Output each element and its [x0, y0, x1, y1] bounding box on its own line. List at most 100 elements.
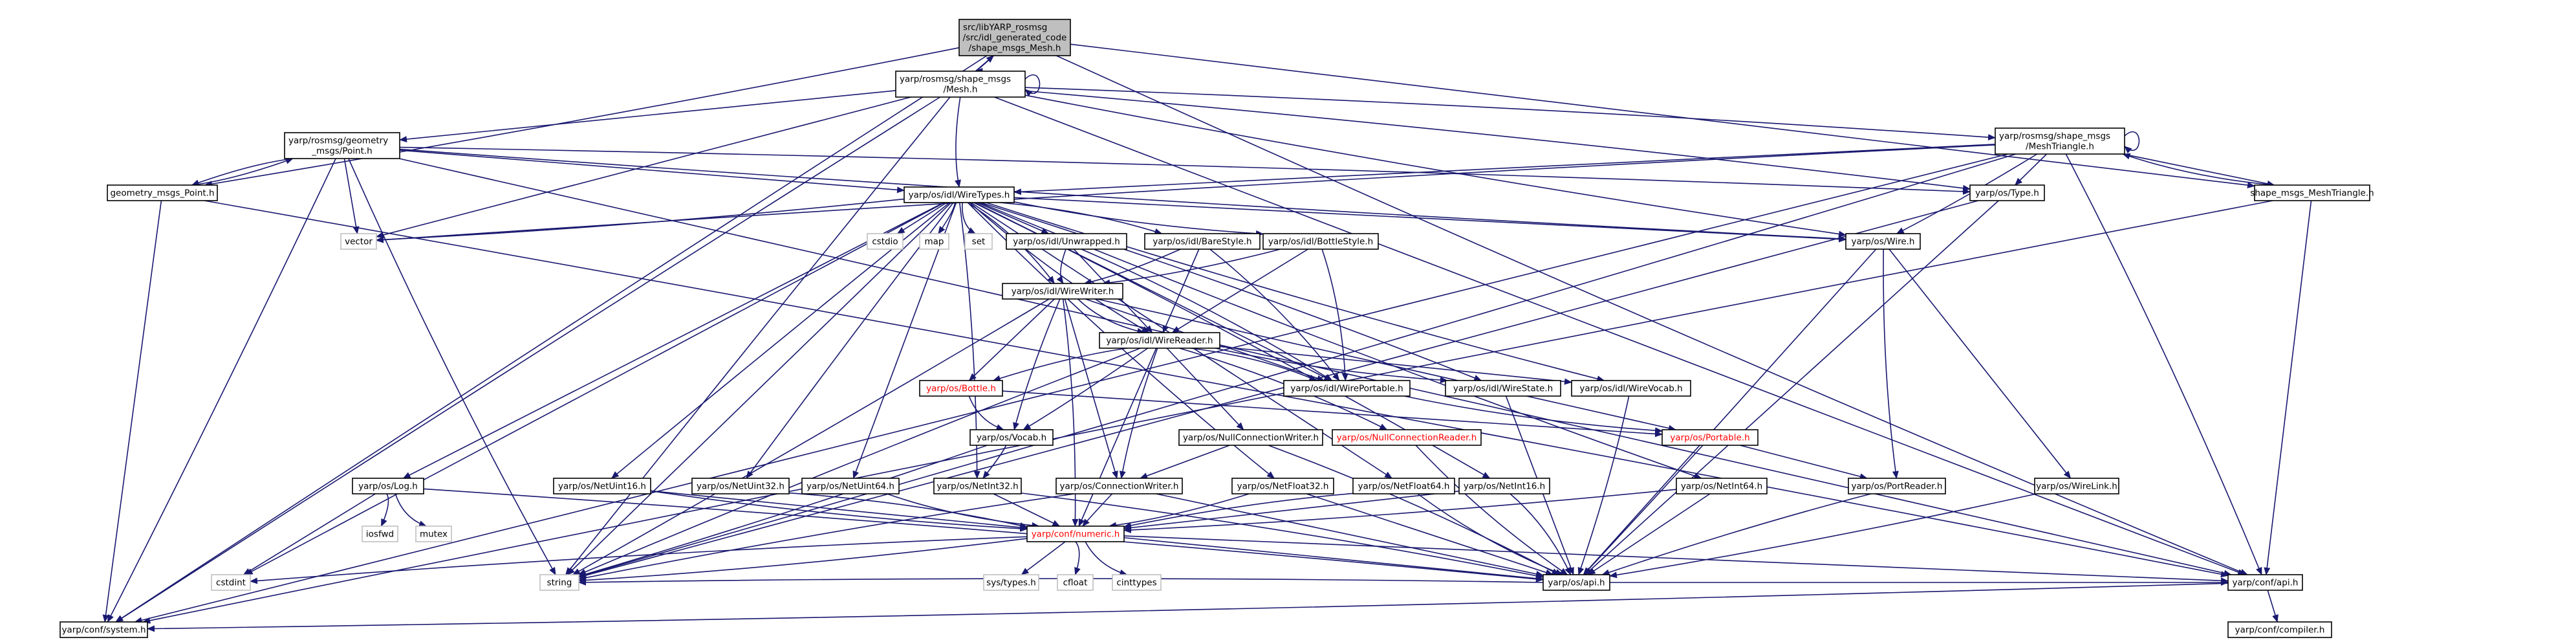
- node-label: yarp/os/WireLink.h: [2036, 482, 2117, 492]
- node-box: [1026, 526, 1125, 542]
- edge-wirewriter-to-vocab: [1013, 298, 1061, 430]
- edge-wiretypes-to-wirereader: [969, 202, 1150, 333]
- edge-log-to-cstdint: [243, 493, 376, 575]
- node-bottle[interactable]: yarp/os/Bottle.h: [919, 380, 1003, 397]
- node-box: [1006, 233, 1127, 250]
- node-wirevocab[interactable]: yarp/os/idl/WireVocab.h: [1571, 380, 1691, 397]
- node-confapi[interactable]: yarp/conf/api.h: [2227, 574, 2303, 591]
- edge-netint64-to-osapi: [1587, 493, 1711, 575]
- node-label: yarp/os/NetUint16.h: [558, 482, 646, 492]
- node-box: [352, 478, 424, 494]
- node-label: yarp/rosmsg/shape_msgs: [900, 74, 1011, 85]
- node-box: [1995, 127, 2125, 155]
- edge-connwriter-to-string: [578, 493, 1074, 581]
- node-label: shape_msgs_MeshTriangle.h: [2250, 188, 2374, 199]
- edge-wirereader-to-nullconnwriter: [1166, 348, 1244, 430]
- node-wirestate[interactable]: yarp/os/idl/WireState.h: [1445, 380, 1561, 397]
- node-meshtri[interactable]: yarp/rosmsg/shape_msgs/MeshTriangle.h: [1995, 127, 2125, 155]
- node-box: [1571, 380, 1691, 397]
- node-wireportable[interactable]: yarp/os/idl/WirePortable.h: [1283, 380, 1411, 397]
- edge-portreader-to-osapi: [1601, 493, 1872, 576]
- node-box: [539, 574, 579, 591]
- node-box: [107, 184, 218, 201]
- node-box: [1332, 429, 1482, 446]
- node-box: [691, 478, 790, 494]
- node-confsystem[interactable]: yarp/conf/system.h: [60, 621, 148, 638]
- node-netint64[interactable]: yarp/os/NetInt64.h: [1676, 478, 1768, 494]
- node-label: yarp/os/NetInt32.h: [936, 482, 1018, 492]
- node-netint32[interactable]: yarp/os/NetInt32.h: [933, 478, 1022, 494]
- node-box: [2227, 621, 2332, 638]
- node-shapetri[interactable]: shape_msgs_MeshTriangle.h: [2250, 184, 2374, 201]
- node-label: iosfwd: [366, 529, 394, 540]
- node-nullconnreader[interactable]: yarp/os/NullConnectionReader.h: [1332, 429, 1482, 446]
- node-log[interactable]: yarp/os/Log.h: [352, 478, 424, 494]
- node-box: [1112, 574, 1162, 591]
- node-root[interactable]: src/libYARP_rosmsg/src/idl_generated_cod…: [958, 19, 1071, 56]
- node-connwriter[interactable]: yarp/os/ConnectionWriter.h: [1055, 478, 1183, 494]
- node-mesh[interactable]: yarp/rosmsg/shape_msgs/Mesh.h: [895, 71, 1026, 98]
- node-label: yarp/rosmsg/shape_msgs: [1999, 131, 2110, 142]
- node-box: [2034, 478, 2119, 494]
- node-geompoint[interactable]: geometry_msgs_Point.h: [107, 184, 218, 201]
- edge-numeric-to-confapi: [1123, 535, 2229, 584]
- node-wirewriter[interactable]: yarp/os/idl/WireWriter.h: [1002, 283, 1123, 300]
- edge-wiretypes-to-wirevocab: [986, 202, 1605, 382]
- edge-nullconnreader-to-osapi: [1415, 445, 1568, 575]
- edge-geompoint-to-point: [191, 158, 294, 186]
- edge-log-to-iosfwd: [380, 493, 389, 527]
- edge-numeric-to-systypes: [1021, 541, 1066, 575]
- node-label: yarp/conf/api.h: [2233, 578, 2299, 588]
- node-portreader[interactable]: yarp/os/PortReader.h: [1848, 478, 1946, 494]
- edge-meshtri-to-wire: [1896, 153, 2038, 234]
- node-box: [867, 233, 904, 250]
- edge-wiretypes-to-map: [938, 202, 956, 234]
- node-box: [1352, 478, 1455, 494]
- node-vector: vector: [340, 233, 377, 250]
- node-wire[interactable]: yarp/os/Wire.h: [1845, 233, 1921, 250]
- node-numeric[interactable]: yarp/conf/numeric.h: [1026, 526, 1125, 542]
- node-netint16[interactable]: yarp/os/NetInt16.h: [1458, 478, 1550, 494]
- edge-wirereader-to-numeric: [1078, 348, 1157, 527]
- node-unwrapped[interactable]: yarp/os/idl/Unwrapped.h: [1006, 233, 1127, 250]
- edge-wirereader-to-wirevocab: [1219, 346, 1572, 385]
- node-wirelink[interactable]: yarp/os/WireLink.h: [2034, 478, 2119, 494]
- edge-geompoint-to-confapi: [204, 200, 2229, 578]
- node-label: yarp/os/Bottle.h: [926, 384, 996, 394]
- edge-netuint16-to-numeric: [650, 490, 1028, 532]
- dependency-edges: [102, 43, 2312, 632]
- node-portable[interactable]: yarp/os/Portable.h: [1661, 429, 1759, 446]
- edge-point-to-type: [399, 146, 1971, 195]
- node-confcompiler[interactable]: yarp/conf/compiler.h: [2227, 621, 2332, 638]
- node-box: [919, 233, 949, 250]
- node-type[interactable]: yarp/os/Type.h: [1969, 184, 2045, 201]
- node-box: [919, 380, 1003, 397]
- node-netfloat64[interactable]: yarp/os/NetFloat64.h: [1352, 478, 1455, 494]
- node-netfloat32[interactable]: yarp/os/NetFloat32.h: [1231, 478, 1334, 494]
- node-box: [1969, 184, 2045, 201]
- node-netuint64[interactable]: yarp/os/NetUint64.h: [801, 478, 900, 494]
- node-label: yarp/os/Type.h: [1975, 188, 2039, 199]
- node-barestyle[interactable]: yarp/os/idl/BareStyle.h: [1144, 233, 1261, 250]
- edge-wiretypes-to-log: [402, 202, 944, 479]
- node-vocab[interactable]: yarp/os/Vocab.h: [969, 429, 1054, 446]
- node-point[interactable]: yarp/rosmsg/geometry_msgs/Point.h: [284, 132, 400, 159]
- node-label: yarp/os/ConnectionWriter.h: [1060, 482, 1179, 492]
- node-netuint16[interactable]: yarp/os/NetUint16.h: [553, 478, 651, 494]
- node-label: cinttypes: [1116, 578, 1156, 588]
- edge-nullconnwriter-to-connwriter: [1140, 445, 1230, 479]
- node-wirereader[interactable]: yarp/os/idl/WireReader.h: [1099, 332, 1220, 349]
- node-label: cstdint: [216, 578, 246, 588]
- node-bottlestyle[interactable]: yarp/os/idl/BottleStyle.h: [1262, 233, 1379, 250]
- edge-wiretypes-to-set: [962, 202, 976, 234]
- node-wiretypes[interactable]: yarp/os/idl/WireTypes.h: [904, 186, 1015, 203]
- node-nullconnwriter[interactable]: yarp/os/NullConnectionWriter.h: [1178, 429, 1323, 446]
- node-netuint32[interactable]: yarp/os/NetUint32.h: [691, 478, 790, 494]
- node-label: _msgs/Point.h: [311, 146, 372, 157]
- node-osapi[interactable]: yarp/os/api.h: [1542, 574, 1610, 591]
- edge-wiretypes-to-cstdint: [244, 202, 945, 575]
- edge-netint16-to-numeric: [1123, 491, 1460, 531]
- node-cstdio: cstdio: [867, 233, 904, 250]
- edge-mesh-to-confapi: [994, 96, 2246, 575]
